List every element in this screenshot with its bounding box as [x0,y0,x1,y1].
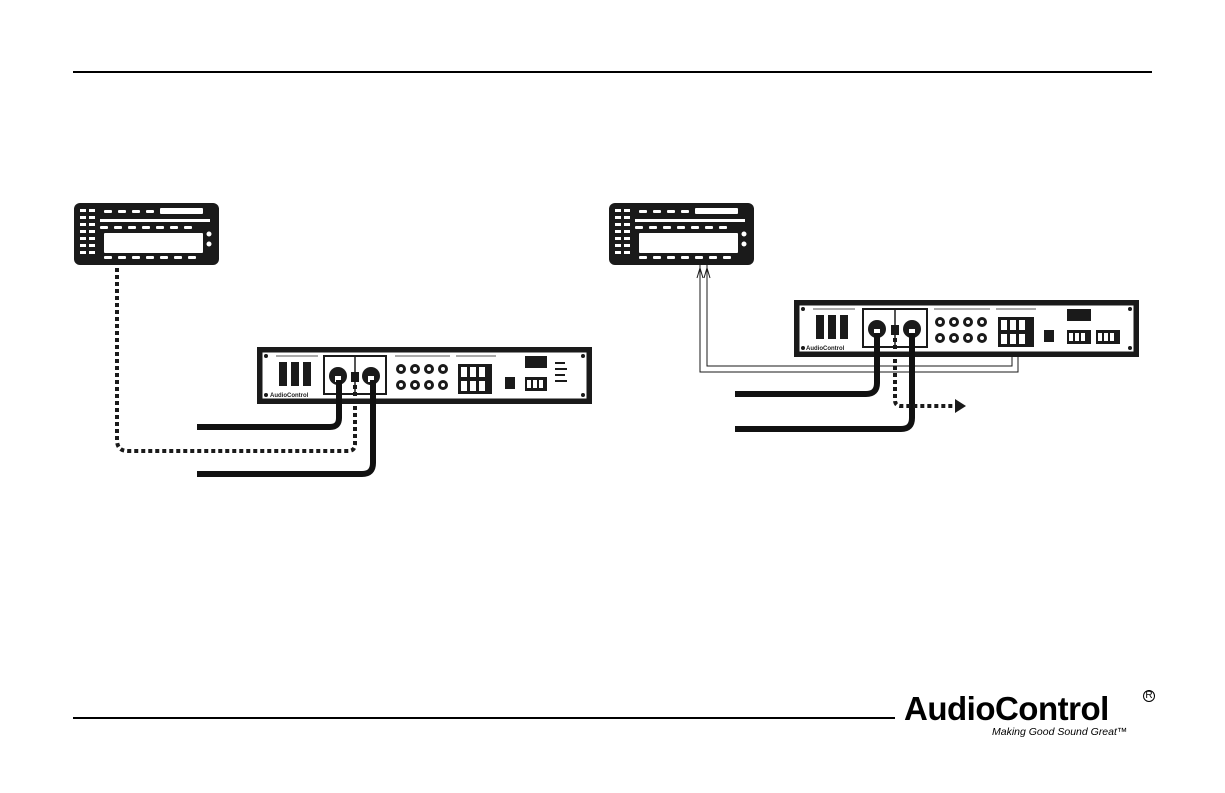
amplifier-right-logo: AudioControl [806,346,845,352]
amplifier-right: AudioControl [794,300,1139,357]
left-diagram: AudioControl [74,203,592,474]
remote-out-arrow-icon [955,399,966,413]
brand-name: AudioControl [904,690,1109,728]
head-unit-right [609,203,754,265]
right-diagram: AudioControl [609,203,1139,429]
brand-logo: AudioControl R Making Good Sound Great™ [900,690,1160,740]
amplifier-left: AudioControl [257,347,592,404]
amplifier-left-logo: AudioControl [270,393,309,399]
registered-mark: R [1143,690,1155,702]
head-unit-left [74,203,219,265]
brand-tagline: Making Good Sound Great™ [992,726,1127,738]
